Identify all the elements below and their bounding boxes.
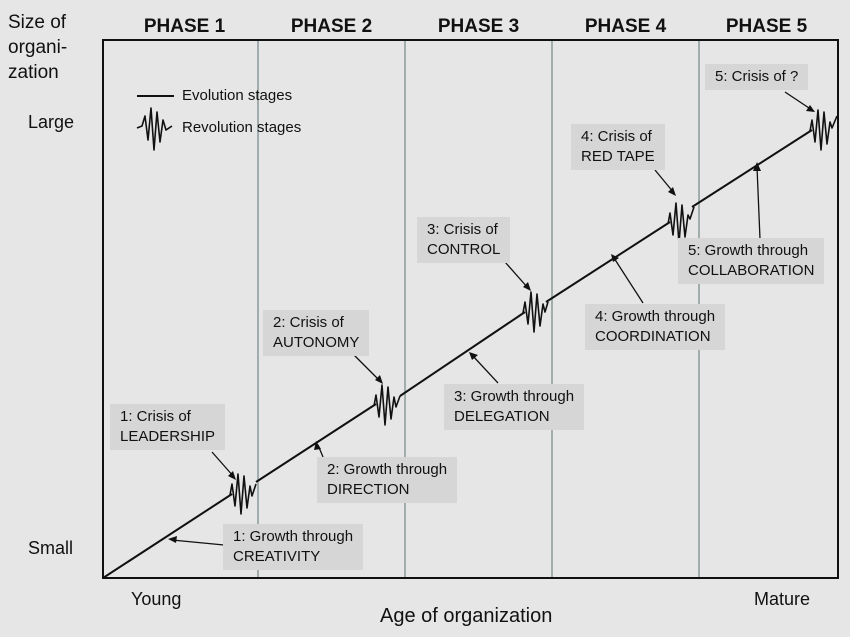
crisis-4-arrowhead: [668, 187, 676, 196]
revolution-squiggle-2: [373, 384, 401, 426]
crisis-2-arrowhead: [375, 375, 383, 384]
crisis-label-1: 1: Crisis of LEADERSHIP: [110, 404, 226, 450]
crisis-2-arrow: [352, 353, 381, 382]
phase-header-3: PHASE 3: [437, 16, 520, 37]
arrowheads: [168, 105, 815, 543]
growth-3-arrow: [471, 354, 499, 384]
phase-header-5: PHASE 5: [725, 16, 808, 37]
growth-label-line: 4: Growth through: [595, 308, 716, 325]
revolution-squiggle-4: [667, 202, 695, 244]
crisis-label-3: 3: Crisis of CONTROL: [417, 217, 511, 263]
evolution-segment-4: [545, 221, 671, 303]
growth-5-arrowhead: [753, 162, 761, 171]
y-axis-title: Size of organi- zation: [8, 10, 98, 85]
y-axis-title-line: organi-: [8, 37, 68, 58]
crisis-label-line: 3: Crisis of: [427, 221, 498, 238]
growth-4-arrow: [613, 257, 644, 304]
phase-header-2: PHASE 2: [290, 16, 373, 37]
revolution-squiggle-1: [229, 473, 257, 515]
growth-label-line: 1: Growth through: [233, 528, 354, 545]
x-axis-mature-label: Mature: [754, 589, 811, 609]
growth-label-4: 4: Growth through COORDINATION: [585, 304, 726, 350]
crisis-1-arrow: [211, 451, 235, 478]
x-axis-title: Age of organization: [380, 605, 553, 627]
crisis-label-line: RED TAPE: [581, 148, 655, 165]
crisis-label-line: 5: Crisis of ?: [715, 68, 799, 85]
crisis-label-line: 2: Crisis of: [273, 314, 344, 331]
growth-label-5: 5: Growth through COLLABORATION: [678, 238, 825, 284]
y-axis-title-line: zation: [8, 62, 59, 83]
growth-label-line: DIRECTION: [327, 481, 410, 498]
plot-frame: [102, 39, 839, 579]
crisis-label-line: CONTROL: [427, 241, 501, 258]
growth-label-line: DELEGATION: [454, 408, 550, 425]
crisis-label-line: AUTONOMY: [273, 334, 360, 351]
crisis-3-arrow: [504, 261, 529, 289]
revolution-legend-squiggle: [136, 107, 173, 151]
revolution-squiggle-3: [522, 291, 549, 333]
crisis-5-arrow: [784, 91, 813, 111]
evolution-line: [102, 129, 813, 579]
growth-4-arrowhead: [611, 254, 619, 262]
evolution-segment-1: [102, 493, 233, 579]
revolution-stages: [229, 109, 838, 515]
evolution-segment-5: [691, 129, 813, 208]
growth-3-arrowhead: [469, 352, 478, 360]
growth-1-arrow: [171, 539, 225, 546]
growth-label-3: 3: Growth through DELEGATION: [444, 384, 585, 430]
phase-header-1: PHASE 1: [143, 16, 226, 37]
y-axis-large-label: Large: [28, 112, 75, 132]
growth-label-line: COLLABORATION: [688, 262, 815, 279]
crisis-1-arrowhead: [228, 471, 236, 480]
y-axis-title-line: Size of: [8, 12, 67, 33]
crisis-label-2: 2: Crisis of AUTONOMY: [263, 310, 370, 356]
growth-label-line: 5: Growth through: [688, 242, 809, 259]
growth-label-line: 2: Growth through: [327, 461, 448, 478]
x-axis-young-label: Young: [131, 589, 182, 609]
phase-header-4: PHASE 4: [584, 16, 667, 37]
crisis-4-arrow: [654, 169, 675, 194]
crisis-3-arrowhead: [523, 282, 531, 291]
growth-label-1: 1: Growth through CREATIVITY: [223, 524, 364, 570]
y-axis-small-label: Small: [28, 538, 74, 558]
growth-5-arrow: [756, 166, 761, 240]
crisis-label-line: 1: Crisis of: [120, 408, 191, 425]
evolution-segment-3: [399, 311, 526, 397]
legend-revolution-label: Revolution stages: [182, 119, 302, 136]
crisis-label-line: LEADERSHIP: [120, 428, 216, 445]
growth-1-arrowhead: [168, 536, 177, 543]
crisis-label-5: 5: Crisis of ?: [705, 64, 809, 90]
growth-label-2: 2: Growth through DIRECTION: [317, 457, 458, 503]
crisis-label-4: 4: Crisis of RED TAPE: [571, 124, 665, 170]
crisis-5-arrowhead: [806, 105, 815, 112]
growth-label-line: 3: Growth through: [454, 388, 575, 405]
growth-2-arrowhead: [314, 441, 321, 450]
growth-label-line: CREATIVITY: [233, 548, 321, 565]
crisis-label-line: 4: Crisis of: [581, 128, 652, 145]
legend-evolution-label: Evolution stages: [182, 87, 293, 104]
revolution-squiggle-5: [809, 109, 838, 151]
growth-label-line: COORDINATION: [595, 328, 711, 345]
